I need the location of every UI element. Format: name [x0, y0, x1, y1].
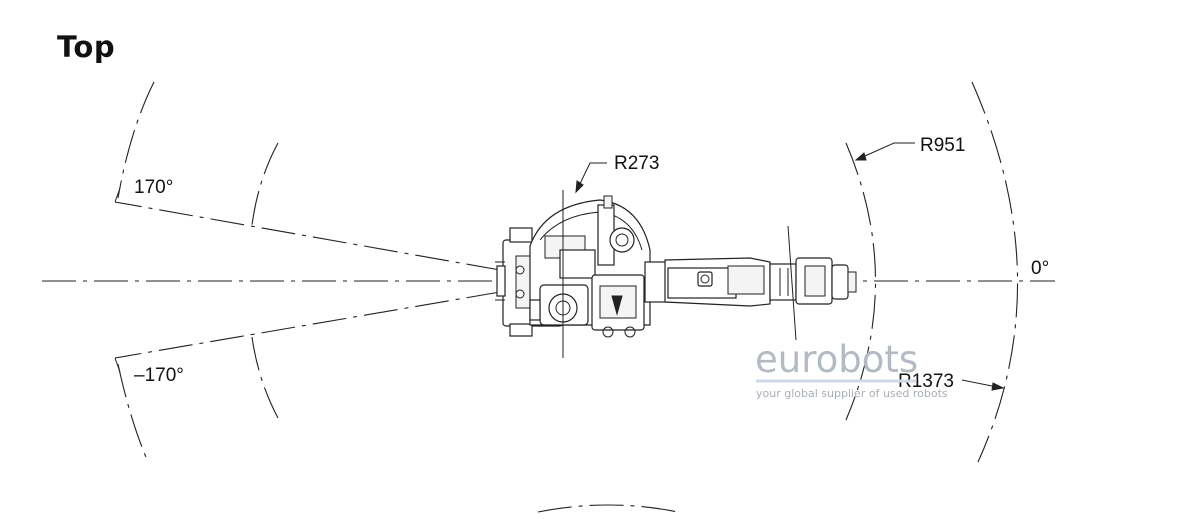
robot-top-view — [495, 190, 857, 358]
r951-leader — [854, 142, 915, 161]
watermark-brand: eurobots — [755, 338, 918, 381]
r1373-arc-left-lower — [117, 363, 149, 463]
zero-degree-label: 0° — [1031, 258, 1049, 279]
r951-arc-left-lower — [251, 336, 279, 419]
eurobots-watermark: eurobots your global supplier of used ro… — [755, 338, 948, 400]
r273-arc-bottom — [537, 504, 679, 513]
r951-arc-left-upper — [251, 142, 279, 226]
r1373-arc-left-upper — [117, 81, 155, 199]
r1373-label: R1373 — [898, 371, 954, 392]
r1373-leader — [961, 379, 1005, 391]
r951-label: R951 — [920, 135, 965, 156]
minus-170-degree-label: –170° — [134, 365, 184, 386]
minus-170-boundary-line — [114, 291, 501, 359]
plus-170-degree-label: 170° — [134, 177, 173, 198]
view-title: Top — [57, 30, 116, 64]
plus-170-boundary-line — [114, 201, 501, 271]
r273-label: R273 — [614, 153, 659, 174]
watermark-tagline: your global supplier of used robots — [756, 387, 948, 400]
r1373-arc-right — [971, 81, 1019, 463]
r273-leader — [575, 162, 607, 194]
